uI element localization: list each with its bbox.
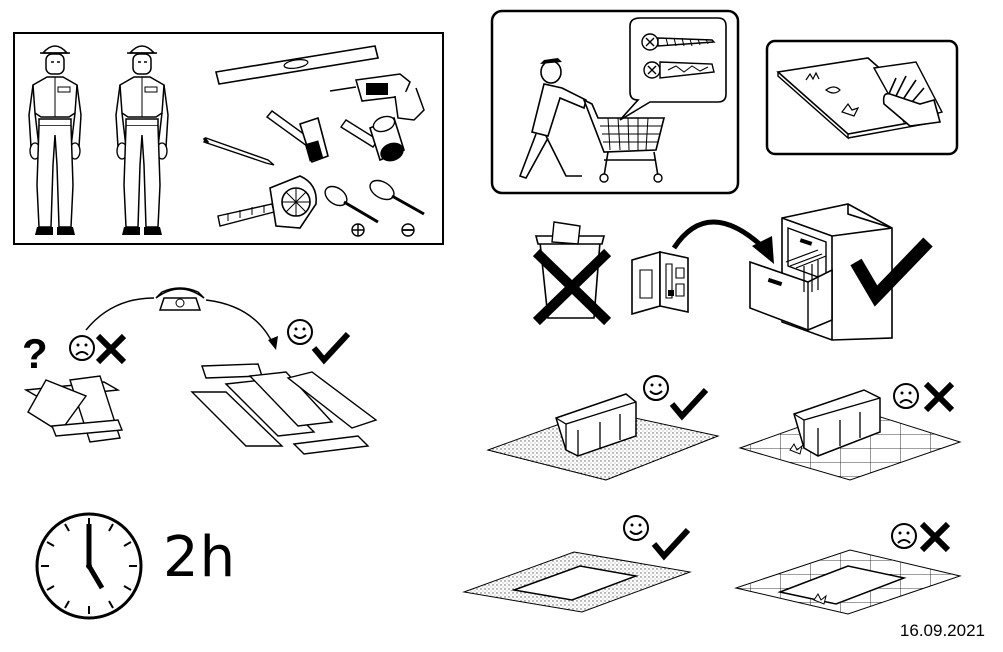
assembly-duration: 2h xyxy=(163,525,237,590)
cabinet-on-rug-good xyxy=(486,393,720,481)
hammer-icon xyxy=(265,110,329,164)
lay-panel-on-soft-surface-row xyxy=(462,515,962,615)
check-icon xyxy=(672,390,706,416)
drill-icon xyxy=(329,73,425,121)
check-icon xyxy=(654,530,688,556)
check-icon xyxy=(314,334,348,360)
curved-arrow-icon xyxy=(671,219,774,264)
assemble-on-soft-surface-row xyxy=(486,375,962,481)
clean-surface-panel xyxy=(765,39,959,156)
buy-fixings-panel xyxy=(490,9,740,195)
shopping-cart-icon xyxy=(518,58,666,183)
document-date: 16.09.2021 xyxy=(899,621,985,640)
panel-on-tiles-bad xyxy=(734,549,962,615)
phillips-screwdriver-icon xyxy=(324,185,379,237)
screw-and-plug-icon xyxy=(619,17,727,121)
sorted-parts-icon xyxy=(190,363,378,455)
pencil-icon xyxy=(202,137,275,166)
messy-parts-icon xyxy=(23,375,123,443)
tape-measure-icon xyxy=(217,175,317,229)
cross-icon xyxy=(926,384,952,410)
arrow-line xyxy=(205,299,275,347)
smile-face-icon xyxy=(643,375,669,401)
instruction-manual-icon xyxy=(631,250,689,316)
filing-cabinet-icon xyxy=(749,203,893,341)
keep-instructions-row xyxy=(532,203,933,341)
panel-on-rug-good xyxy=(462,551,692,613)
do-not-throw-away-cross-icon xyxy=(532,248,612,326)
wipe-surface-icon xyxy=(776,57,944,140)
frown-face-icon xyxy=(893,383,919,409)
rubber-mallet-icon xyxy=(339,115,405,162)
frown-face-icon xyxy=(69,335,95,361)
smile-face-icon xyxy=(287,319,313,345)
keep-check-icon xyxy=(850,237,933,307)
smile-face-icon xyxy=(623,515,649,541)
arrow-line xyxy=(85,297,155,331)
question-mark-icon: ? xyxy=(22,330,48,377)
cabinet-on-tiles-bad xyxy=(738,389,962,481)
frown-face-icon xyxy=(891,523,917,549)
spirit-level-icon xyxy=(215,45,379,85)
cross-icon xyxy=(98,336,124,362)
cross-icon xyxy=(922,524,948,550)
telephone-icon xyxy=(155,287,205,311)
clock-icon xyxy=(35,512,143,620)
required-people-and-tools-panel xyxy=(13,32,444,245)
flat-screwdriver-icon xyxy=(369,179,425,237)
check-parts-row: ? xyxy=(22,287,378,455)
